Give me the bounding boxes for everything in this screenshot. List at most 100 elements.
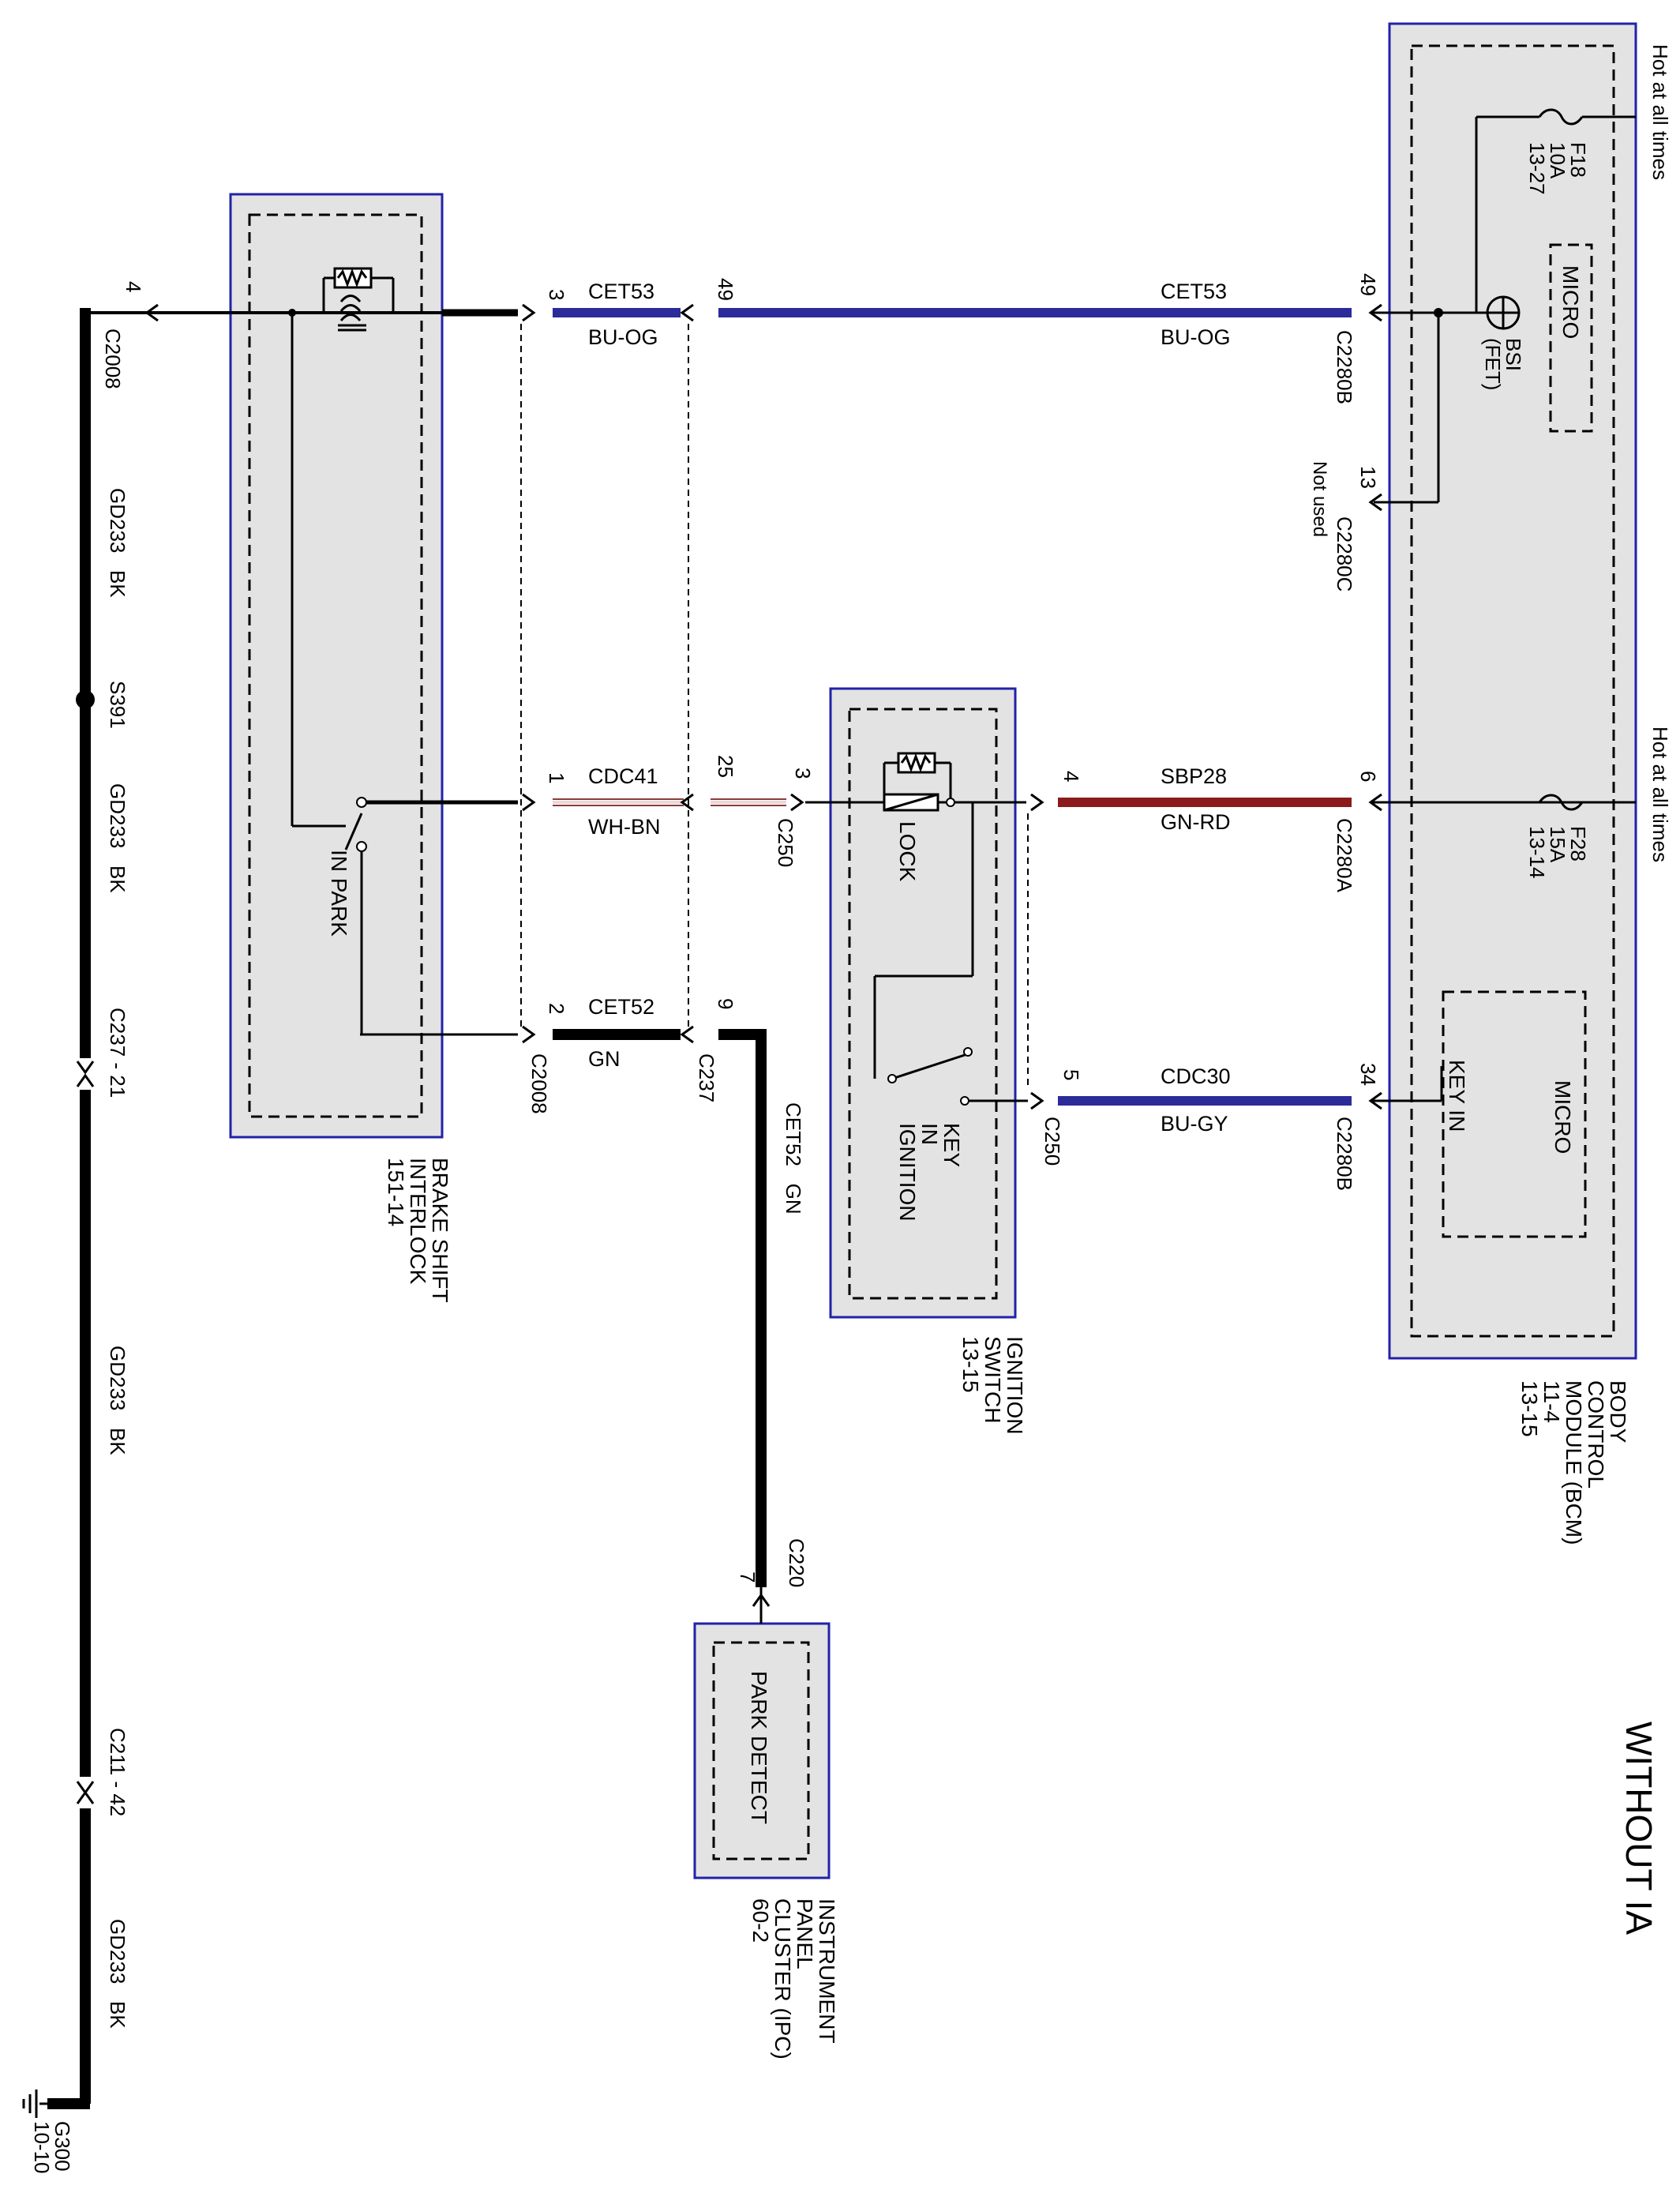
svg-text:KEY: KEY bbox=[939, 1123, 964, 1167]
svg-text:BSI: BSI bbox=[1502, 338, 1525, 371]
bsi-switch-contact bbox=[356, 797, 367, 808]
svg-text:11-4: 11-4 bbox=[1539, 1380, 1564, 1423]
cet52-circuit: CET52 bbox=[588, 995, 654, 1019]
bsi-name-label: BRAKE SHIFT INTERLOCK 151-14 bbox=[384, 1158, 452, 1303]
svg-text:PANEL: PANEL bbox=[793, 1898, 817, 1969]
svg-text:BRAKE SHIFT: BRAKE SHIFT bbox=[428, 1158, 452, 1303]
connector-chevrons bbox=[76, 303, 1382, 1804]
bsi-switch-pivot bbox=[356, 841, 367, 852]
ignition-switch-module bbox=[829, 687, 1017, 1319]
key-in-ignition-label: KEY IN IGNITION bbox=[895, 1123, 964, 1221]
cet52-vertical-label: CET52 GN bbox=[782, 1102, 805, 1215]
wire-cdc41 bbox=[362, 798, 884, 806]
c2280c-not-used: Not used bbox=[1309, 461, 1330, 537]
c2008-pin2-name: C2008 bbox=[527, 1053, 551, 1114]
c2280b-top-pin: 49 bbox=[1356, 273, 1380, 296]
cdc30-circuit: CDC30 bbox=[1161, 1064, 1231, 1088]
bsi-node-dot bbox=[288, 309, 296, 317]
c2008-pin2: 2 bbox=[545, 1003, 568, 1014]
sbp28-circuit: SBP28 bbox=[1161, 764, 1227, 788]
splice-s391-dot bbox=[76, 690, 95, 709]
c211-42-label: C211 - 42 bbox=[106, 1728, 129, 1816]
bcm-key-in-label: KEY IN bbox=[1445, 1060, 1469, 1132]
ignition-lock-contact bbox=[946, 798, 955, 807]
cdc30-color: BU-GY bbox=[1161, 1112, 1228, 1136]
gd233-label-2: GD233 BK bbox=[106, 783, 129, 893]
ground-g300-label: G300 10-10 bbox=[30, 2121, 74, 2174]
svg-text:F28: F28 bbox=[1566, 826, 1590, 862]
c237-pin49: 49 bbox=[714, 278, 737, 301]
diagram-title: WITHOUT IA bbox=[1618, 1722, 1659, 1935]
c237-pin9: 9 bbox=[714, 998, 737, 1009]
ignition-internals bbox=[873, 761, 974, 1080]
c220-name: C220 bbox=[785, 1538, 808, 1587]
fuse-f18-label: F18 10A 13-27 bbox=[1525, 142, 1590, 195]
c237-21-label: C237 - 21 bbox=[106, 1008, 129, 1098]
ground-symbol bbox=[22, 2090, 47, 2118]
svg-text:13-14: 13-14 bbox=[1525, 826, 1549, 879]
cet52-color: GN bbox=[588, 1047, 621, 1071]
svg-text:F18: F18 bbox=[1566, 142, 1590, 178]
svg-text:IN: IN bbox=[917, 1123, 942, 1145]
svg-text:151-14: 151-14 bbox=[384, 1158, 408, 1226]
c237-pin25: 25 bbox=[714, 755, 737, 778]
svg-text:60-2: 60-2 bbox=[748, 1898, 773, 1943]
bsi-fet-icon bbox=[1486, 295, 1521, 330]
c250-left-name: C250 bbox=[774, 818, 797, 867]
bcm-micro-bottom-label: MICRO bbox=[1551, 1080, 1575, 1154]
svg-text:13-15: 13-15 bbox=[1517, 1380, 1542, 1437]
c2280a-pin: 6 bbox=[1356, 771, 1380, 782]
hot-at-all-times-top: Hot at all times bbox=[1648, 44, 1672, 180]
svg-text:CONTROL: CONTROL bbox=[1584, 1380, 1608, 1489]
c250-right-pin4: 4 bbox=[1059, 771, 1083, 782]
gd233-label-1: GD233 BK bbox=[106, 488, 129, 598]
c2280c-pin: 13 bbox=[1356, 466, 1380, 489]
cet53-left-circuit: CET53 bbox=[588, 280, 654, 303]
bcm-internals bbox=[1374, 108, 1636, 1101]
bcm-module bbox=[1388, 22, 1637, 1360]
gd233-label-4: GD233 BK bbox=[106, 1919, 129, 2029]
cdc41-color: WH-BN bbox=[588, 815, 660, 839]
svg-text:INSTRUMENT: INSTRUMENT bbox=[815, 1898, 839, 2044]
c2280c-name: C2280C bbox=[1333, 516, 1356, 591]
sbp28-color: GN-RD bbox=[1161, 810, 1231, 834]
brake-shift-interlock-module bbox=[229, 193, 444, 1139]
svg-text:13-15: 13-15 bbox=[958, 1336, 983, 1393]
ipc-module bbox=[693, 1622, 831, 1879]
wire-gd233 bbox=[47, 308, 158, 2109]
ignition-key-contact-a bbox=[887, 1074, 897, 1083]
svg-text:INTERLOCK: INTERLOCK bbox=[406, 1158, 430, 1285]
ignition-coil-icon bbox=[897, 752, 936, 774]
c250-left-pin: 3 bbox=[791, 768, 815, 779]
hot-at-all-times-mid: Hot at all times bbox=[1648, 727, 1672, 862]
ignition-switch-name-label: IGNITION SWITCH 13-15 bbox=[958, 1336, 1027, 1434]
fuse-f28-label: F28 15A 13-14 bbox=[1525, 826, 1590, 879]
cet53-right-circuit: CET53 bbox=[1161, 280, 1227, 303]
c2008-pin1: 1 bbox=[545, 772, 568, 783]
svg-text:MODULE (BCM): MODULE (BCM) bbox=[1562, 1380, 1586, 1545]
c2280b-bottom-pin: 34 bbox=[1356, 1063, 1380, 1086]
connector-tie-lines bbox=[520, 324, 1029, 1090]
c250-bottom-pin: 5 bbox=[1059, 1069, 1083, 1080]
lock-label: LOCK bbox=[895, 821, 920, 882]
c250-bottom-name: C250 bbox=[1041, 1117, 1064, 1166]
svg-text:CLUSTER (IPC): CLUSTER (IPC) bbox=[771, 1898, 795, 2059]
cdc41-circuit: CDC41 bbox=[588, 764, 658, 788]
svg-text:IGNITION: IGNITION bbox=[895, 1123, 920, 1221]
in-park-label: IN PARK bbox=[327, 850, 351, 937]
svg-text:G300: G300 bbox=[51, 2121, 74, 2172]
c2280a-name: C2280A bbox=[1333, 818, 1356, 893]
svg-text:SWITCH: SWITCH bbox=[981, 1336, 1005, 1423]
splice-s391-label: S391 bbox=[106, 681, 129, 729]
ipc-name-label: INSTRUMENT PANEL CLUSTER (IPC) 60-2 bbox=[748, 1898, 839, 2059]
ignition-key-contact-b bbox=[963, 1047, 973, 1057]
c237-pin9-name: C237 bbox=[695, 1053, 718, 1102]
c2280b-top-name: C2280B bbox=[1333, 330, 1356, 404]
svg-text:15A: 15A bbox=[1546, 826, 1569, 863]
cet53-left-color: BU-OG bbox=[588, 325, 658, 349]
cet53-right-color: BU-OG bbox=[1161, 325, 1231, 349]
c2280b-bottom-name: C2280B bbox=[1333, 1117, 1356, 1191]
c2008-pin3: 3 bbox=[545, 289, 568, 300]
bsi-fet-label: BSI (FET) bbox=[1481, 338, 1525, 390]
